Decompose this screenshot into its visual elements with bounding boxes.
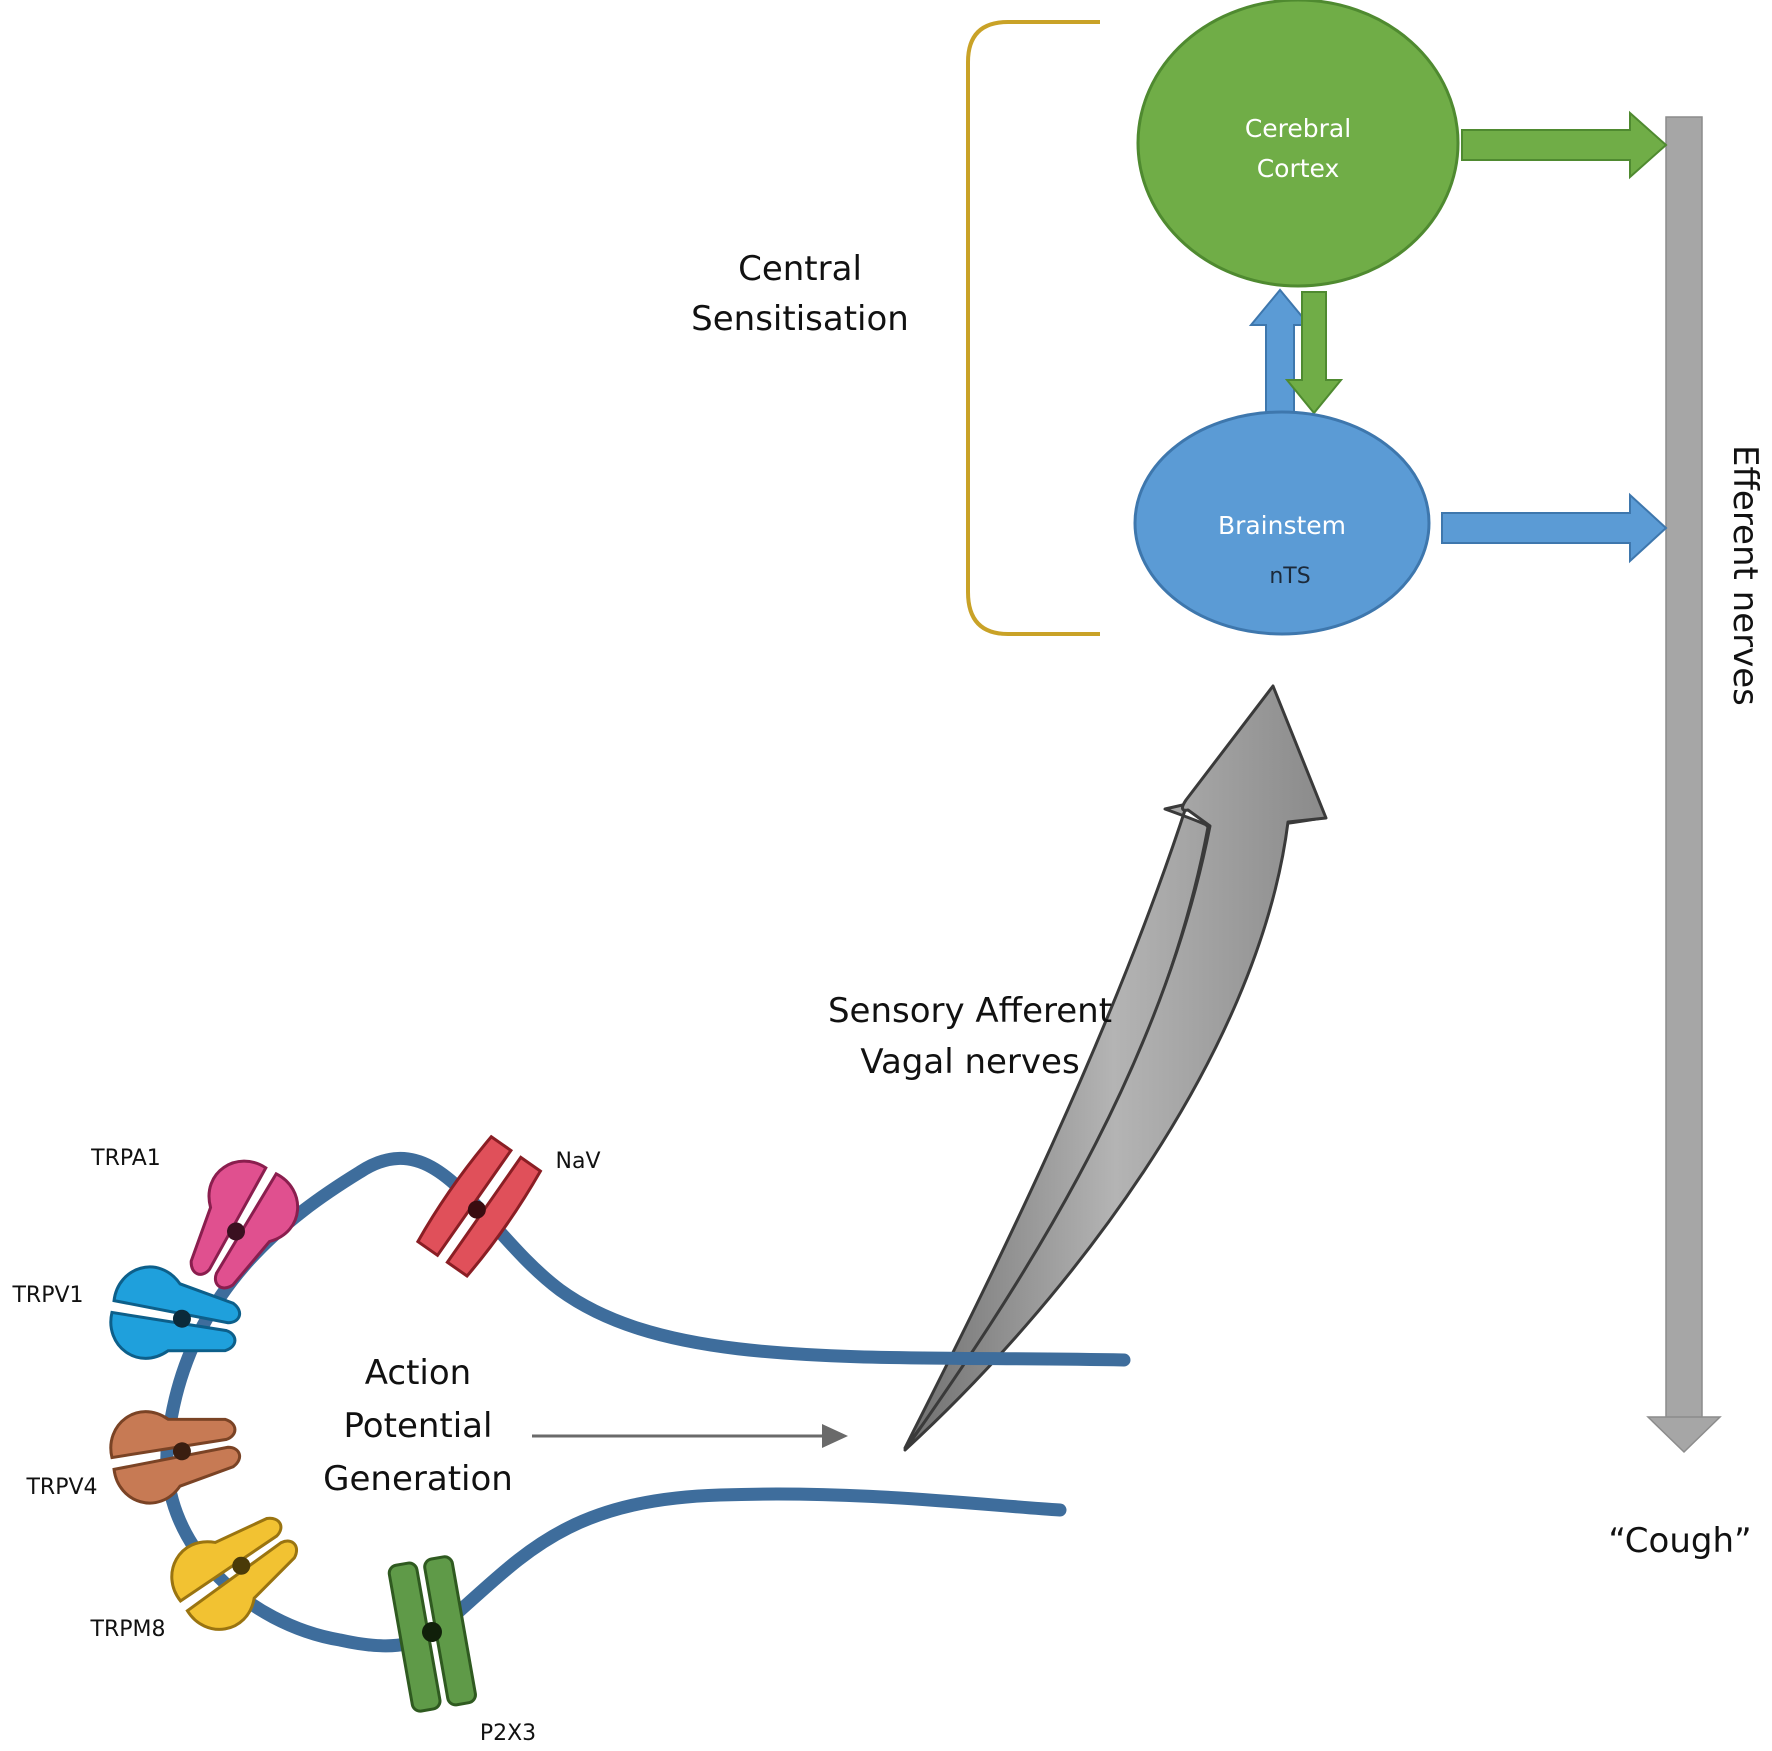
trpv4-channel-icon [109, 1410, 242, 1505]
trpv4-label: TRPV4 [25, 1475, 97, 1500]
action-potential-label-line2: Potential [344, 1406, 493, 1446]
lower-nerve-fibre [433, 1487, 1067, 1635]
sensory-afferent-arrow-head [903, 684, 1328, 1452]
trpa1-label: TRPA1 [90, 1146, 161, 1171]
action-potential-label-line3: Generation [323, 1459, 513, 1499]
brainstem-node [1133, 410, 1431, 636]
brainstem-to-efferent-arrow [1441, 492, 1668, 564]
upper-nerve-fibre [160, 1152, 1131, 1653]
trpm8-channel-icon [170, 1516, 299, 1631]
trpa1-channel-icon [189, 1159, 300, 1290]
nts-label: nTS [1269, 564, 1310, 589]
cough-label: “Cough” [1608, 1521, 1751, 1561]
cortex-to-brainstem-arrow [1284, 291, 1344, 415]
cerebral-cortex-label-line1: Cerebral [1245, 114, 1351, 143]
nav-label: NaV [556, 1149, 601, 1174]
sensory-afferent-label-line2: Vagal nerves [860, 1042, 1079, 1082]
action-potential-arrow [532, 1424, 848, 1448]
central-sensitisation-label-line2: Sensitisation [691, 299, 909, 339]
p2x3-channel-icon [387, 1555, 477, 1713]
action-potential-label-line1: Action [365, 1353, 471, 1393]
sensory-afferent-label-line1: Sensory Afferent [828, 991, 1112, 1031]
efferent-nerves-arrow [1646, 116, 1722, 1454]
central-sensitisation-bracket [966, 20, 1100, 636]
cortex-to-efferent-arrow [1461, 110, 1668, 180]
cerebral-cortex-node [1136, 0, 1460, 288]
p2x3-label: P2X3 [480, 1721, 536, 1746]
brainstem-to-cortex-arrow [1248, 288, 1312, 413]
central-sensitisation-label-line1: Central [738, 249, 862, 289]
efferent-nerves-label: Efferent nerves [1725, 445, 1765, 706]
trpv1-label: TRPV1 [11, 1283, 83, 1308]
trpm8-label: TRPM8 [90, 1617, 166, 1642]
trpv1-channel-icon [109, 1265, 242, 1360]
brainstem-label: Brainstem [1218, 511, 1346, 540]
cerebral-cortex-label-line2: Cortex [1257, 154, 1340, 183]
nav-channel-icon [415, 1134, 543, 1279]
